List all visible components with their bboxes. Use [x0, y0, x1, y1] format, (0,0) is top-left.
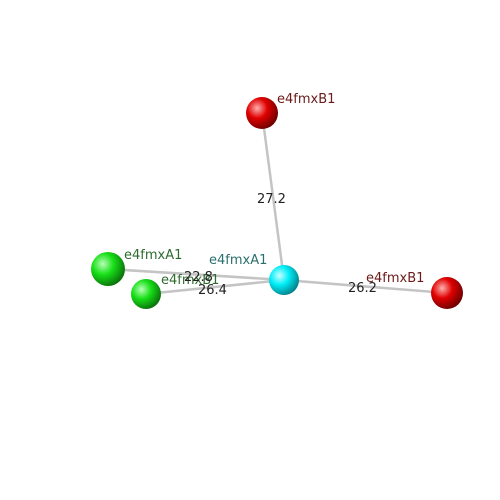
atom-green-left[interactable]: [91, 252, 125, 286]
distance-label-red-top: 27.2: [257, 192, 286, 207]
atom-green-mid[interactable]: [131, 279, 161, 309]
distance-label-green-mid: 26.4: [198, 283, 227, 298]
atom-label-green-left: e4fmxA1: [124, 248, 182, 263]
bond-center-red-right: [283, 278, 448, 295]
atom-label-green-mid: e4fmxB1: [161, 273, 219, 288]
atom-label-center: e4fmxA1: [209, 253, 267, 268]
distance-label-green-left: 22.8: [184, 270, 213, 285]
atom-label-red-top: e4fmxB1: [277, 92, 335, 107]
bond-center-green-left: [107, 267, 285, 282]
atom-center[interactable]: [269, 265, 299, 295]
atom-red-top[interactable]: [246, 97, 278, 129]
bond-center-green-mid: [145, 278, 285, 296]
distance-label-red-right: 26.2: [348, 281, 377, 296]
bond-group: [107, 112, 448, 296]
bond-center-red-top: [260, 112, 286, 281]
atom-red-right[interactable]: [431, 277, 463, 309]
atom-label-red-right: e4fmxB1: [366, 271, 424, 286]
